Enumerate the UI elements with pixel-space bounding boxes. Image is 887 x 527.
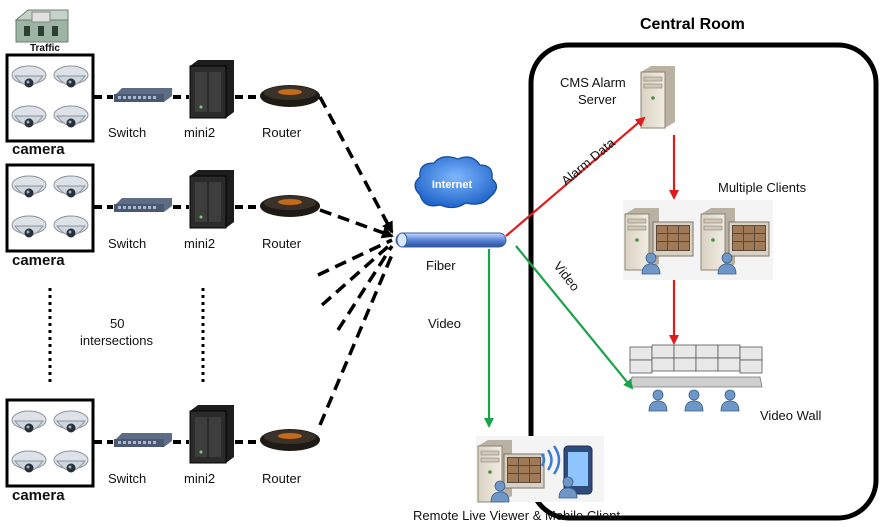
- traffic-label: Traffic: [30, 43, 60, 54]
- fiber-tube: [395, 232, 507, 248]
- multiple-clients-icon: [623, 200, 773, 280]
- nvr-label-1: mini2: [184, 125, 216, 140]
- router-3: [260, 429, 320, 451]
- router-1: [260, 85, 320, 107]
- camera-label-2: camera: [12, 252, 65, 269]
- video-left-label: Video: [428, 316, 462, 331]
- router-2: [260, 195, 320, 217]
- cms-label-line2: Server: [578, 92, 617, 107]
- alarm-data-label: Alarm Data: [558, 135, 618, 189]
- data-flow-arrows: [484, 116, 679, 428]
- central-room-border: [528, 42, 879, 521]
- switch-2: [114, 198, 172, 212]
- alarm-data-arrow: [505, 116, 646, 237]
- remote-viewer-label: Remote Live Viewer & Mobile Client: [413, 508, 621, 523]
- switch-3: [114, 433, 172, 447]
- switch-label-1: Switch: [108, 125, 147, 140]
- internet-cloud-icon: [414, 156, 498, 209]
- internet-label: Internet: [432, 179, 473, 191]
- router-label-2: Router: [262, 236, 302, 251]
- camera-group-2: [7, 165, 93, 251]
- fiber-label: Fiber: [426, 258, 456, 273]
- ellipsis-dots: [48, 288, 205, 385]
- nvr-label-2: mini2: [184, 236, 216, 251]
- cms-server-icon: [640, 65, 676, 129]
- device-links: [94, 95, 259, 444]
- router-label-3: Router: [262, 471, 302, 486]
- cms-label-line1: CMS Alarm: [560, 75, 626, 90]
- router-label-1: Router: [262, 125, 302, 140]
- video-wall-label: Video Wall: [760, 408, 822, 423]
- central-room-title: Central Room: [640, 16, 745, 33]
- video-to-wall-arrow: [515, 245, 634, 390]
- switch-label-2: Switch: [108, 236, 147, 251]
- multiple-clients-label: Multiple Clients: [718, 180, 807, 195]
- video-diag-label: Video: [551, 259, 583, 294]
- nvr-label-3: mini2: [184, 471, 216, 486]
- remote-viewer-icon: [476, 436, 604, 503]
- camera-label-1: camera: [12, 141, 65, 158]
- nvr-mini2-2: [189, 169, 235, 229]
- nvr-mini2-1: [189, 59, 235, 119]
- switch-label-3: Switch: [108, 471, 147, 486]
- camera-group-1: [7, 55, 93, 141]
- intersections-label: intersections: [80, 333, 153, 348]
- video-wall-icon: [629, 344, 763, 412]
- intersections-count: 50: [110, 316, 125, 331]
- converging-links: [317, 96, 396, 426]
- traffic-icon: [14, 9, 69, 43]
- camera-group-3: [7, 400, 93, 486]
- switch-1: [114, 88, 172, 102]
- camera-label-3: camera: [12, 487, 65, 504]
- nvr-mini2-3: [189, 404, 235, 464]
